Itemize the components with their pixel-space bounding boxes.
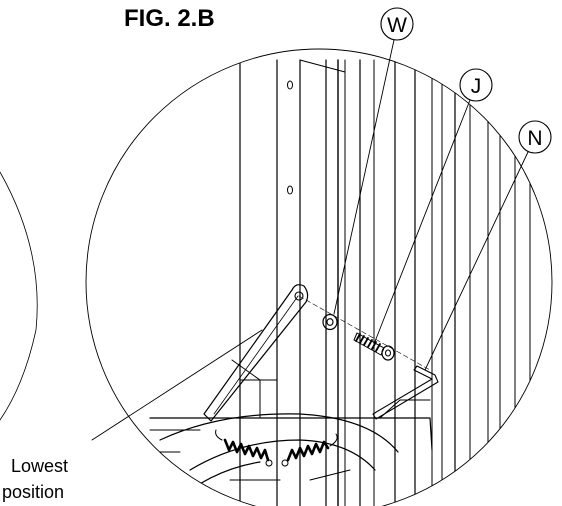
spring-left bbox=[215, 429, 273, 467]
annotation-leader bbox=[91, 329, 263, 441]
neighbor-detail-circle bbox=[0, 171, 38, 421]
annotation-line-2: position bbox=[2, 482, 64, 502]
assembly-axis bbox=[298, 295, 431, 371]
lever-arm bbox=[203, 284, 309, 422]
spring-right bbox=[281, 433, 338, 467]
callout-j: J bbox=[373, 68, 493, 345]
callout-w: W bbox=[333, 7, 414, 315]
detail-circle bbox=[85, 48, 553, 506]
callout-letter: N bbox=[527, 127, 542, 150]
mount-hole bbox=[287, 185, 293, 195]
callout-letter: W bbox=[387, 14, 407, 37]
hex-key bbox=[372, 365, 439, 420]
callout-n: N bbox=[424, 120, 552, 371]
seat-base bbox=[149, 359, 433, 506]
detail-contents bbox=[149, 59, 531, 506]
callout-letter: J bbox=[471, 75, 482, 98]
annotation-line-1: Lowest bbox=[11, 456, 68, 476]
lever-pivot-hole bbox=[294, 291, 304, 301]
frame-post bbox=[239, 59, 531, 506]
mount-hole bbox=[287, 80, 293, 90]
washer bbox=[322, 313, 338, 331]
bolt bbox=[353, 332, 395, 361]
figure-title: FIG. 2.B bbox=[124, 5, 215, 32]
